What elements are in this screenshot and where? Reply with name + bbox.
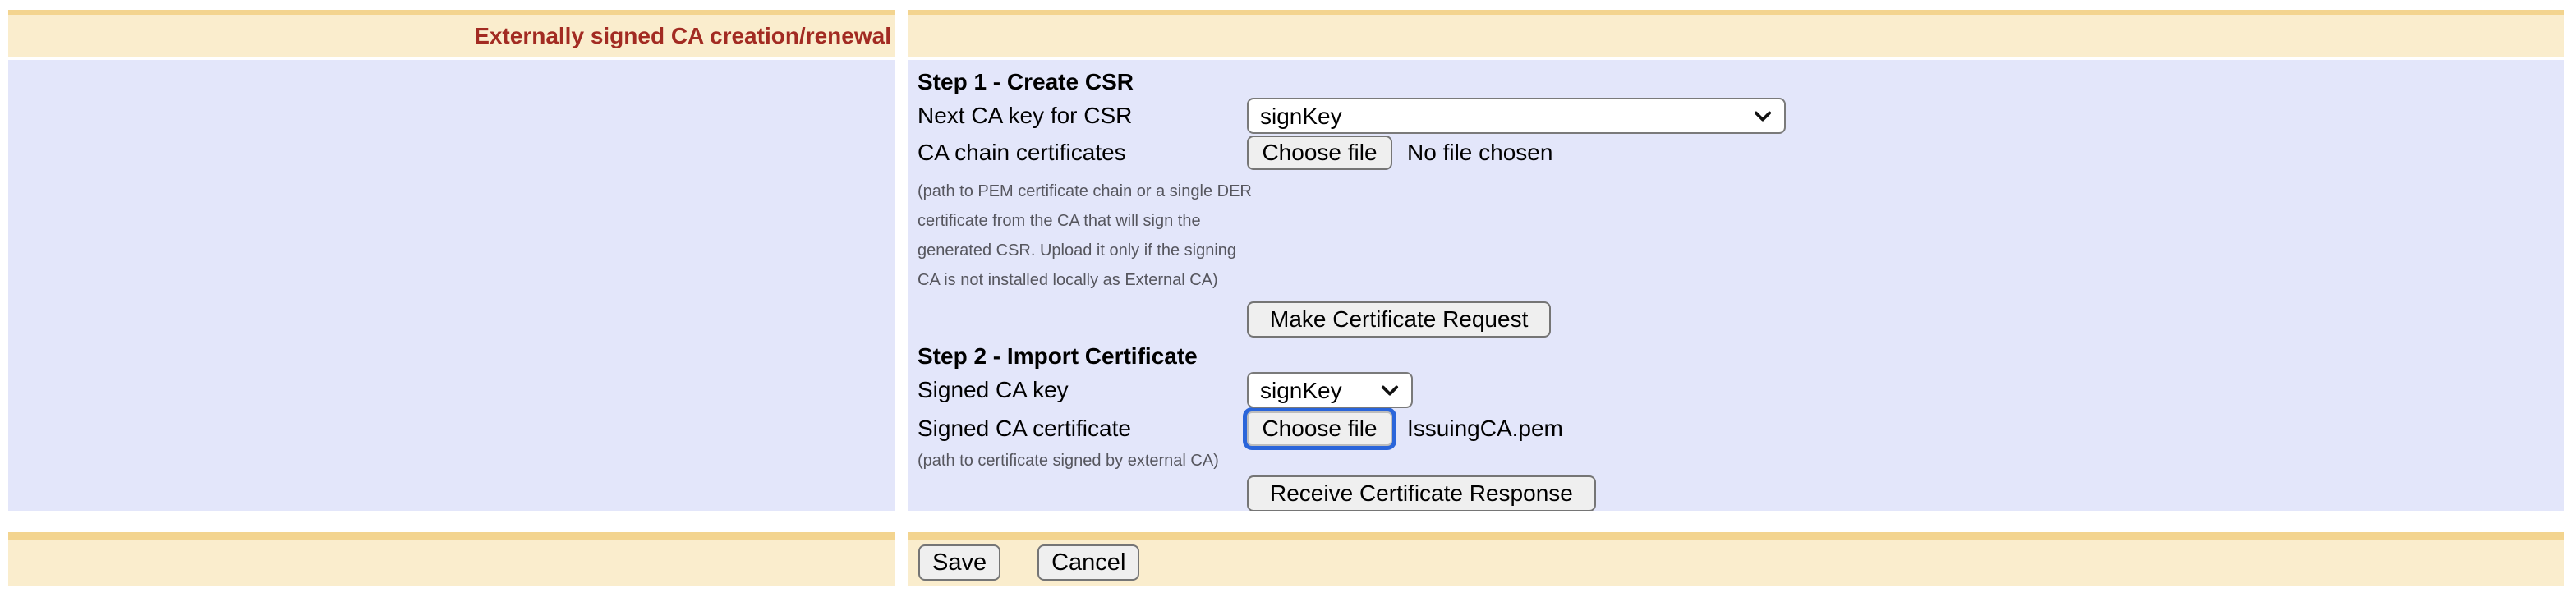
next-ca-key-select[interactable]: signKey — [1247, 98, 1786, 134]
content-row: Step 1 - Create CSR Next CA key for CSR … — [8, 60, 2576, 511]
signed-ca-cert-label: Signed CA certificate — [918, 416, 1131, 441]
header-row: Externally signed CA creation/renewal — [8, 10, 2576, 57]
next-ca-key-row: Next CA key for CSR signKey — [918, 98, 2564, 134]
signed-ca-cert-file-name: IssuingCA.pem — [1407, 416, 1563, 441]
footer-actions: Save Cancel — [908, 540, 2564, 581]
footer-actions-cell: Save Cancel — [908, 532, 2564, 586]
signed-ca-cert-help-text: (path to certificate signed by external … — [918, 452, 1219, 470]
ca-chain-file-status: No file chosen — [1407, 140, 1553, 165]
ca-chain-label: CA chain certificates — [918, 140, 1126, 165]
signed-ca-cert-file-input: Choose file IssuingCA.pem — [1247, 411, 1563, 446]
header-spacer-cell — [908, 10, 2564, 57]
ca-chain-row: CA chain certificates Choose file No fil… — [918, 136, 2564, 170]
signed-ca-cert-choose-file-button[interactable]: Choose file — [1247, 411, 1392, 446]
receive-certificate-response-button[interactable]: Receive Certificate Response — [1247, 475, 1596, 511]
help-line: (path to PEM certificate chain or a sing… — [918, 182, 1252, 200]
next-ca-key-label: Next CA key for CSR — [918, 103, 1133, 128]
footer-left-cell — [8, 532, 895, 586]
content-left-cell — [8, 60, 895, 511]
help-line: CA is not installed locally as External … — [918, 271, 1218, 289]
ca-chain-help-text: (path to PEM certificate chain or a sing… — [918, 177, 2564, 295]
help-line: certificate from the CA that will sign t… — [918, 212, 1201, 230]
help-line: generated CSR. Upload it only if the sig… — [918, 241, 1237, 260]
ca-renewal-form: Step 1 - Create CSR Next CA key for CSR … — [908, 60, 2564, 511]
signed-ca-cert-row: Signed CA certificate Choose file Issuin… — [918, 410, 2564, 448]
step1-heading: Step 1 - Create CSR — [918, 69, 1134, 94]
cancel-button[interactable]: Cancel — [1037, 544, 1140, 581]
page-title: Externally signed CA creation/renewal — [474, 23, 891, 48]
signed-ca-key-label: Signed CA key — [918, 377, 1069, 402]
ca-chain-choose-file-button[interactable]: Choose file — [1247, 136, 1392, 170]
ca-chain-file-input: Choose file No file chosen — [1247, 136, 1552, 170]
save-button[interactable]: Save — [918, 544, 1001, 581]
step2-heading: Step 2 - Import Certificate — [918, 343, 1198, 369]
section-title-cell: Externally signed CA creation/renewal — [8, 10, 895, 57]
signed-ca-key-select[interactable]: signKey — [1247, 372, 1413, 408]
make-certificate-request-button[interactable]: Make Certificate Request — [1247, 301, 1552, 338]
page-root: Externally signed CA creation/renewal St… — [0, 10, 2576, 611]
footer-row: Save Cancel — [8, 532, 2576, 586]
signed-ca-key-row: Signed CA key signKey — [918, 372, 2564, 408]
